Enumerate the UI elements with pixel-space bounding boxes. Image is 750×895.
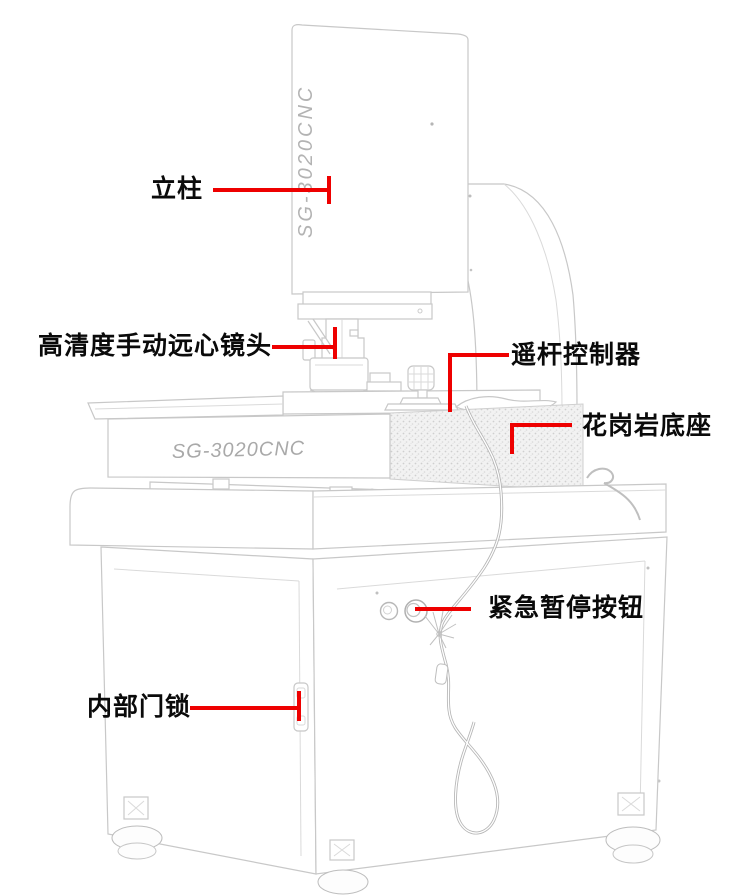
cabinet [100, 536, 668, 875]
label-emergency-stop: 紧急暂停按钮 [488, 594, 645, 622]
leader-column-line [213, 188, 330, 192]
screw-dot [469, 268, 473, 272]
leveling-foot-left [111, 796, 163, 860]
leveling-foot-right [605, 792, 661, 864]
leader-doorlock-endbar [297, 691, 301, 721]
signal-cable [424, 405, 641, 835]
screw-dot [375, 591, 379, 595]
tabletop [69, 483, 667, 550]
emergency-stop-button [404, 599, 428, 623]
label-column: 立柱 [151, 175, 204, 203]
screw-dot [657, 779, 661, 783]
label-door-lock: 内部门锁 [87, 693, 192, 721]
model-text-vertical: SG-3020CNC [295, 85, 317, 238]
label-granite-base: 花岗岩底座 [582, 412, 713, 440]
model-text-front: SG-3020CNC [172, 438, 306, 463]
cable-connector [434, 663, 449, 685]
leader-lens-line [272, 345, 336, 349]
cable-fan [424, 610, 457, 649]
screw-dot [646, 566, 650, 570]
label-telecentric-lens: 高清度手动远心镜头 [38, 332, 273, 360]
leader-estop-line [415, 607, 471, 611]
leader-joystick-drop [448, 353, 452, 412]
leader-column-endbar [327, 176, 331, 204]
side-cable [586, 467, 641, 521]
screw-dot [468, 194, 472, 198]
screw-dot [430, 122, 434, 126]
leader-granite-drop [510, 423, 514, 454]
label-joystick: 遥杆控制器 [511, 341, 642, 369]
leveling-foot-center [317, 839, 369, 895]
granite-base-front [107, 413, 391, 479]
cabinet-right-panel [312, 536, 668, 875]
column-panel: SG-3020CNC [291, 24, 469, 295]
leader-lens-endbar [333, 327, 337, 359]
leader-doorlock-line [190, 706, 300, 710]
camera-head [297, 291, 433, 320]
power-button [379, 601, 399, 621]
leader-joystick-line [450, 353, 509, 357]
leader-granite-line [512, 423, 572, 427]
